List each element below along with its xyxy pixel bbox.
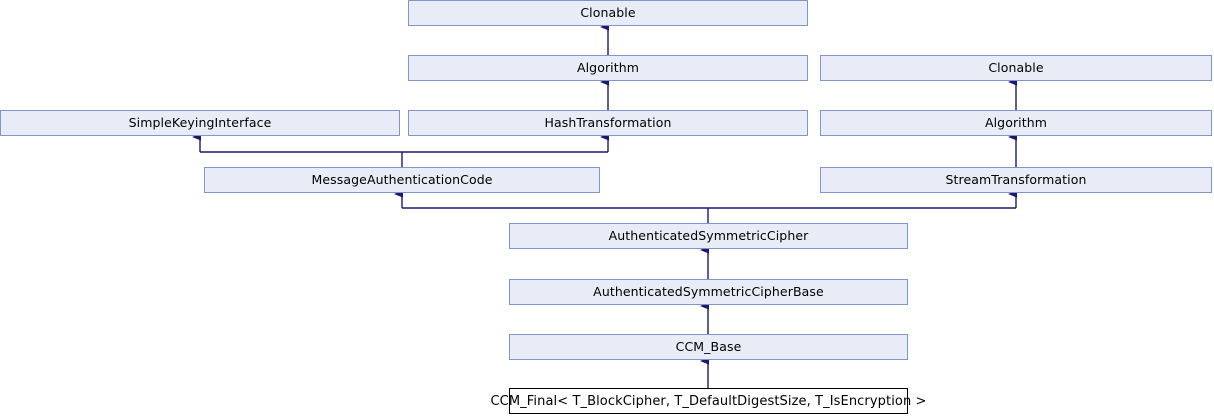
node-algorithm-right[interactable]: Algorithm	[820, 110, 1212, 136]
node-authenticatedsymmetriccipher[interactable]: AuthenticatedSymmetricCipher	[509, 223, 908, 249]
node-label: AuthenticatedSymmetricCipherBase	[593, 283, 824, 299]
node-ccm-base[interactable]: CCM_Base	[509, 334, 908, 360]
node-label: Clonable	[988, 59, 1044, 75]
node-label: MessageAuthenticationCode	[311, 171, 493, 187]
node-clonable-top[interactable]: Clonable	[408, 0, 808, 26]
node-label: SimpleKeyingInterface	[128, 114, 272, 130]
node-label: CCM_Final< T_BlockCipher, T_DefaultDiges…	[490, 393, 927, 409]
node-label: Algorithm	[576, 59, 640, 75]
node-ccm-final-current: CCM_Final< T_BlockCipher, T_DefaultDiges…	[490, 388, 926, 414]
node-simplekeyinginterface[interactable]: SimpleKeyingInterface	[0, 110, 400, 136]
node-label: Clonable	[580, 4, 636, 20]
node-hashtransformation[interactable]: HashTransformation	[408, 110, 808, 136]
node-label: StreamTransformation	[945, 171, 1087, 187]
node-label: CCM_Base	[675, 338, 742, 354]
node-label: HashTransformation	[544, 114, 672, 130]
node-algorithm-middle[interactable]: Algorithm	[408, 55, 808, 81]
node-clonable-right[interactable]: Clonable	[820, 55, 1212, 81]
node-messageauthenticationcode[interactable]: MessageAuthenticationCode	[204, 167, 600, 193]
node-label: AuthenticatedSymmetricCipher	[608, 227, 809, 243]
node-label: Algorithm	[984, 114, 1048, 130]
node-authenticatedsymmetriccipherbase[interactable]: AuthenticatedSymmetricCipherBase	[509, 279, 908, 305]
node-streamtransformation[interactable]: StreamTransformation	[820, 167, 1212, 193]
